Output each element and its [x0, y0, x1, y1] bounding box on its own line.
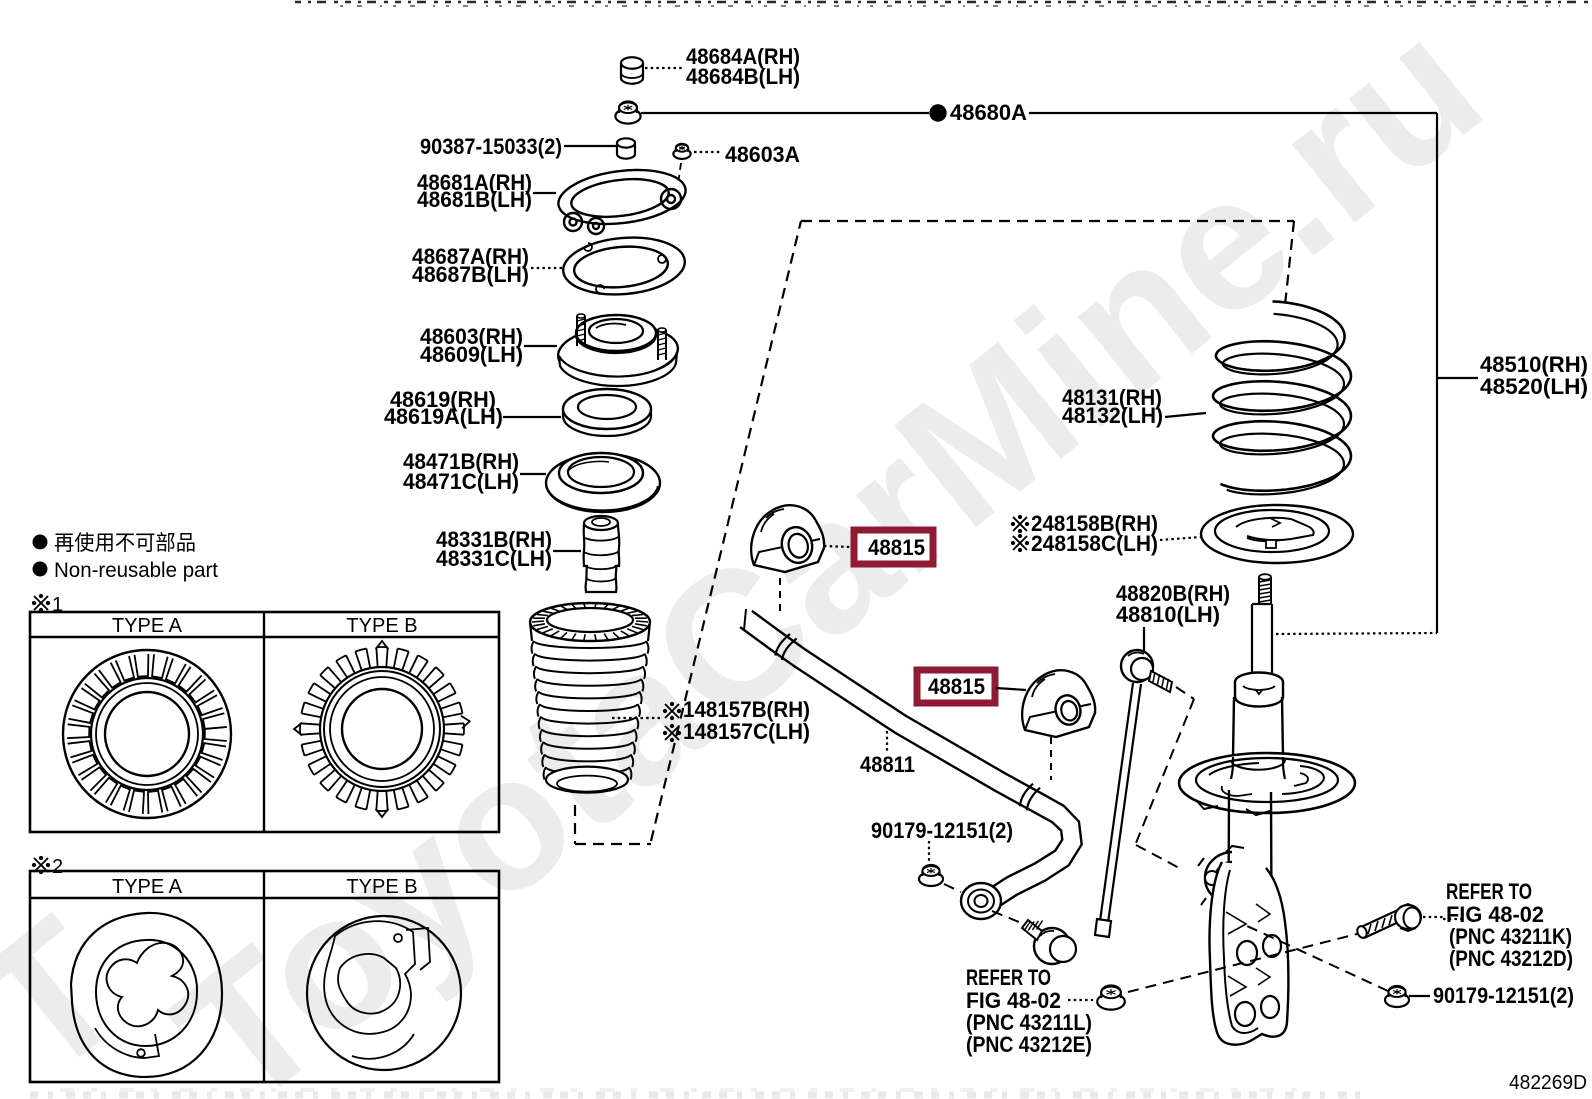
svg-text:48603A: 48603A	[725, 142, 800, 167]
svg-text:48609(LH): 48609(LH)	[420, 342, 523, 367]
svg-text:TYPE B: TYPE B	[346, 615, 417, 637]
svg-text:TYPE A: TYPE A	[112, 876, 183, 898]
svg-text:48132(LH): 48132(LH)	[1062, 403, 1163, 428]
svg-text:REFER TO: REFER TO	[1446, 879, 1532, 904]
svg-text:48331C(LH): 48331C(LH)	[436, 546, 552, 571]
svg-text:248158B(RH): 248158B(RH)	[1031, 511, 1158, 536]
svg-text:(PNC 43211K): (PNC 43211K)	[1449, 924, 1572, 949]
svg-text:48131(RH): 48131(RH)	[1062, 385, 1162, 410]
svg-text:48811: 48811	[860, 752, 915, 777]
svg-text:48681A(RH): 48681A(RH)	[417, 170, 532, 195]
svg-text:48619(RH): 48619(RH)	[390, 387, 496, 412]
svg-text:Non-reusable part: Non-reusable part	[54, 559, 218, 582]
svg-text:48603(RH): 48603(RH)	[420, 324, 523, 349]
svg-text:148157C(LH): 148157C(LH)	[683, 719, 810, 744]
svg-text:48510(RH): 48510(RH)	[1480, 352, 1588, 377]
svg-text:(PNC 43212E): (PNC 43212E)	[966, 1032, 1092, 1057]
svg-text:TYPE A: TYPE A	[112, 615, 183, 637]
svg-text:90179-12151(2): 90179-12151(2)	[871, 818, 1013, 843]
svg-text:48820B(RH): 48820B(RH)	[1116, 581, 1230, 606]
svg-text:48520(LH): 48520(LH)	[1480, 374, 1588, 399]
svg-text:248158C(LH): 248158C(LH)	[1031, 531, 1158, 556]
svg-text:90387-15033(2): 90387-15033(2)	[420, 134, 562, 159]
svg-text:148157B(RH): 148157B(RH)	[683, 697, 810, 722]
svg-text:1: 1	[52, 594, 63, 616]
svg-text:48331B(RH): 48331B(RH)	[436, 527, 552, 552]
svg-text:再使用不可部品: 再使用不可部品	[54, 532, 196, 555]
svg-text:FIG 48-02: FIG 48-02	[1446, 902, 1544, 927]
svg-text:48684A(RH): 48684A(RH)	[686, 44, 800, 69]
svg-text:482269D: 482269D	[1509, 1072, 1587, 1094]
svg-text:48471B(RH): 48471B(RH)	[403, 449, 519, 474]
svg-text:(PNC 43211L): (PNC 43211L)	[966, 1010, 1092, 1035]
svg-text:(PNC 43212D): (PNC 43212D)	[1449, 946, 1573, 971]
svg-text:48684B(LH): 48684B(LH)	[686, 64, 800, 89]
svg-text:TYPE B: TYPE B	[346, 876, 417, 898]
svg-text:48687B(LH): 48687B(LH)	[412, 262, 529, 287]
svg-text:48687A(RH): 48687A(RH)	[412, 244, 529, 269]
svg-text:48680A: 48680A	[950, 100, 1027, 125]
svg-text:48681B(LH): 48681B(LH)	[417, 187, 532, 212]
svg-text:2: 2	[52, 856, 63, 878]
svg-text:REFER TO: REFER TO	[966, 965, 1051, 990]
svg-text:48815: 48815	[868, 535, 925, 560]
svg-text:48471C(LH): 48471C(LH)	[403, 469, 519, 494]
svg-text:90179-12151(2): 90179-12151(2)	[1433, 983, 1574, 1008]
svg-text:48815: 48815	[928, 674, 985, 699]
svg-text:48619A(LH): 48619A(LH)	[384, 404, 503, 429]
svg-text:48810(LH): 48810(LH)	[1116, 602, 1220, 627]
svg-text:FIG 48-02: FIG 48-02	[966, 988, 1061, 1013]
